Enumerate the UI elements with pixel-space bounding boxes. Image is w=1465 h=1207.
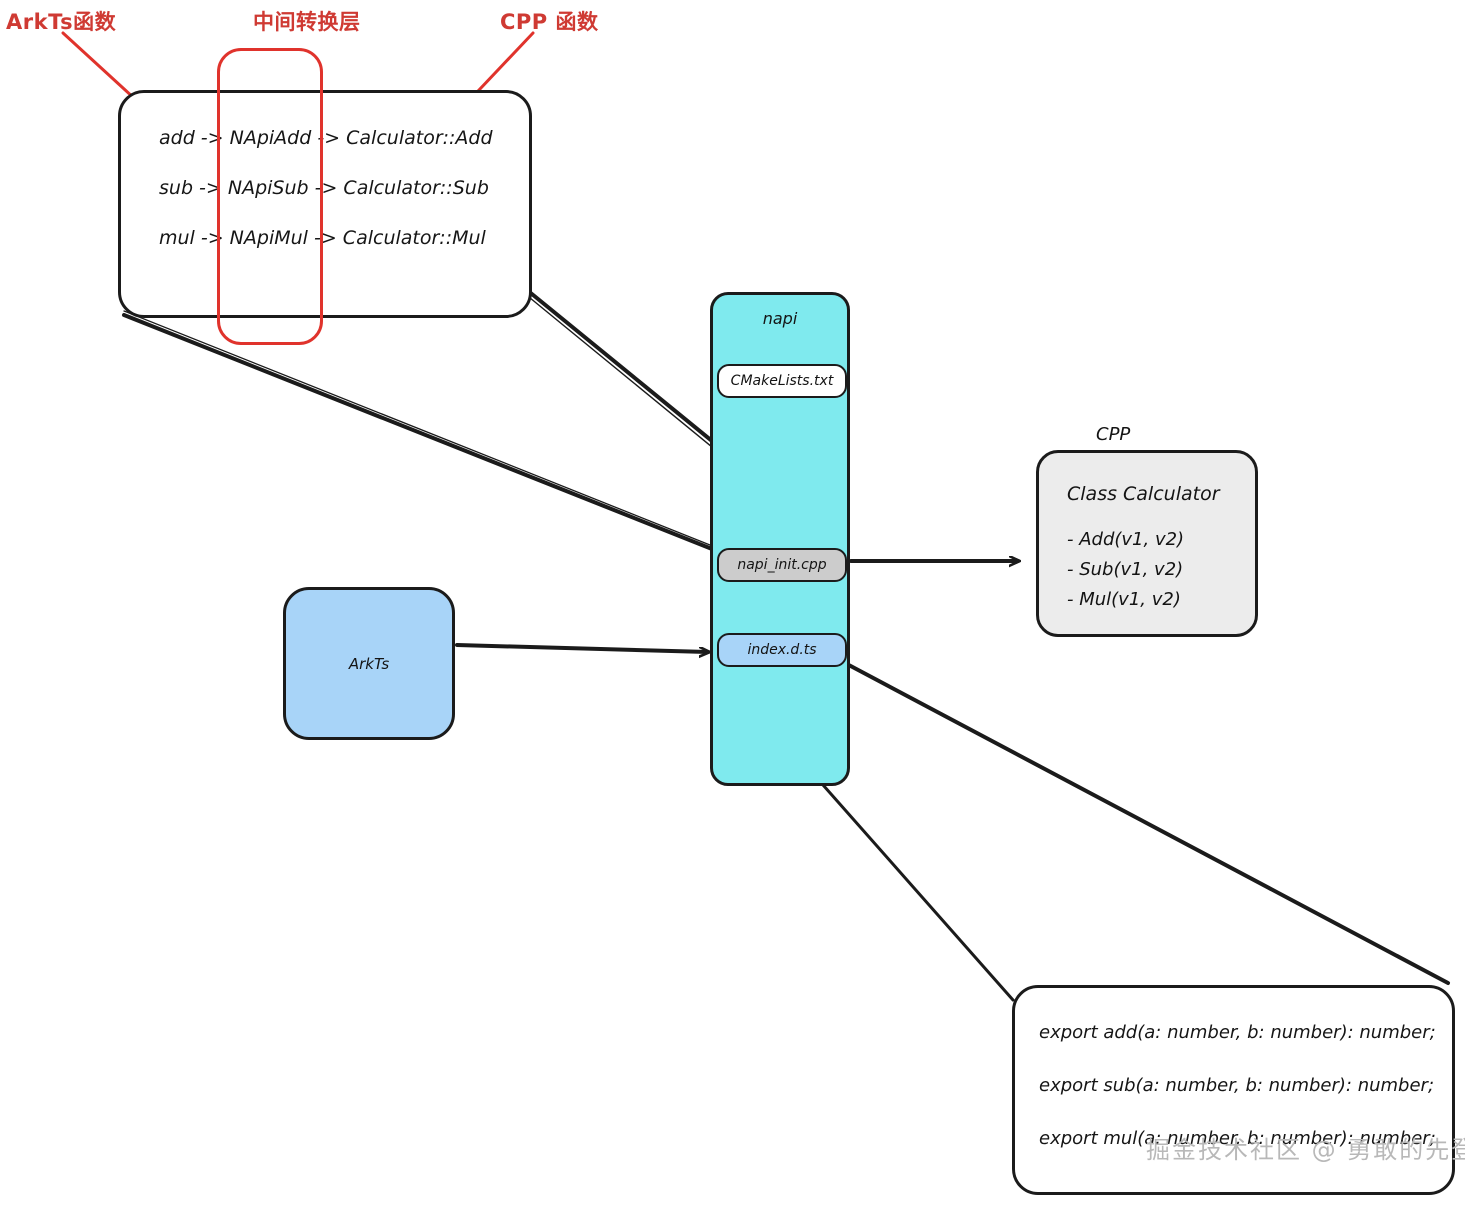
annotation-middle-layer: 中间转换层 (253, 10, 361, 34)
annotation-cpp-functions: CPP 函数 (500, 10, 599, 34)
link-mapping-to-napiinit-left (122, 313, 714, 551)
export-line-sub: export sub(a: number, b: number): number… (1039, 1075, 1435, 1096)
middle-layer-highlight-rect (217, 48, 323, 345)
cpp-class-box: Class Calculator - Add(v1, v2) - Sub(v1,… (1036, 450, 1258, 637)
napi-file-cmakelists[interactable]: CMakeLists.txt (717, 364, 847, 398)
mapping-row-add: add -> NApiAdd -> Calculator::Add (159, 127, 493, 149)
arkts-box-label: ArkTs (348, 654, 390, 673)
cpp-method-add: - Add(v1, v2) (1067, 529, 1185, 550)
export-line-mul: export mul(a: number, b: number): number… (1039, 1128, 1436, 1149)
link-indexdts-to-export-right (843, 661, 1450, 985)
napi-module-column: napi CMakeLists.txt napi_init.cpp index.… (710, 292, 850, 786)
napi-file-napi-init-cpp[interactable]: napi_init.cpp (717, 548, 847, 582)
function-mapping-box: add -> NApiAdd -> Calculator::Add sub ->… (118, 90, 532, 318)
cpp-method-sub: - Sub(v1, v2) (1067, 559, 1184, 580)
export-line-add: export add(a: number, b: number): number… (1039, 1022, 1436, 1043)
link-mapping-to-napiinit-left-echo (123, 310, 711, 546)
cpp-box-title: CPP (1096, 424, 1131, 445)
mapping-row-mul: mul -> NApiMul -> Calculator::Mul (159, 227, 486, 249)
watermark: 掘金技术社区 @ 勇敢的先登 (1146, 1136, 1465, 1164)
annotation-arkts-functions: ArkTs函数 (6, 10, 117, 34)
napi-column-title: napi (762, 309, 798, 328)
cpp-class-name: Class Calculator (1067, 483, 1220, 505)
napi-file-index-d-ts[interactable]: index.d.ts (717, 633, 847, 667)
arrow-arkts-to-indexdts (455, 643, 708, 652)
arkts-box: ArkTs (283, 587, 455, 740)
cpp-method-mul: - Mul(v1, v2) (1067, 589, 1181, 610)
mapping-row-sub: sub -> NApiSub -> Calculator::Sub (159, 177, 489, 199)
export-declarations-box: export add(a: number, b: number): number… (1012, 985, 1455, 1195)
